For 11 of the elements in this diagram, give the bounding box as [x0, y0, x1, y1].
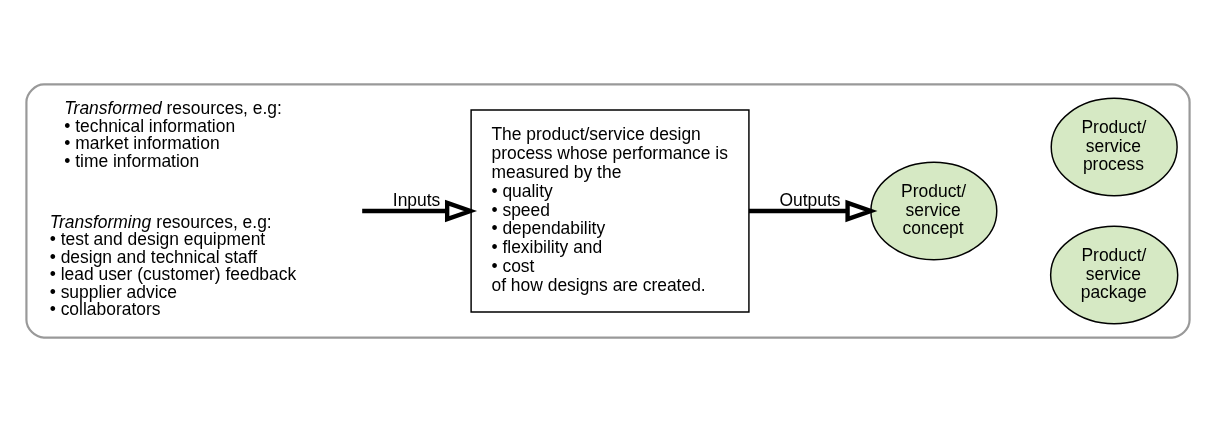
node-ellipse: Product/ service package — [1049, 225, 1179, 325]
edge-label: Outputs — [779, 190, 841, 211]
edge-label: Inputs — [392, 190, 441, 211]
cluster — [25, 83, 1191, 339]
node-box: The product/service design process whose performance is measured by the • quality • speed • dependability • flexibility and • cost of how designs are created. — [470, 109, 750, 313]
node-ellipse: Product/ service process — [1050, 97, 1178, 197]
arrow — [362, 199, 478, 223]
node-ellipse: Product/ service concept — [870, 161, 998, 261]
node-text: Transforming resources, e.g: • test and design equipment • design and technical staff • lead user (customer) feedback • supplier advice • collaborators — [49, 211, 297, 320]
node-text: Transformed resources, e.g: • technical information • market information • time information — [64, 98, 282, 171]
arrow — [748, 199, 878, 223]
